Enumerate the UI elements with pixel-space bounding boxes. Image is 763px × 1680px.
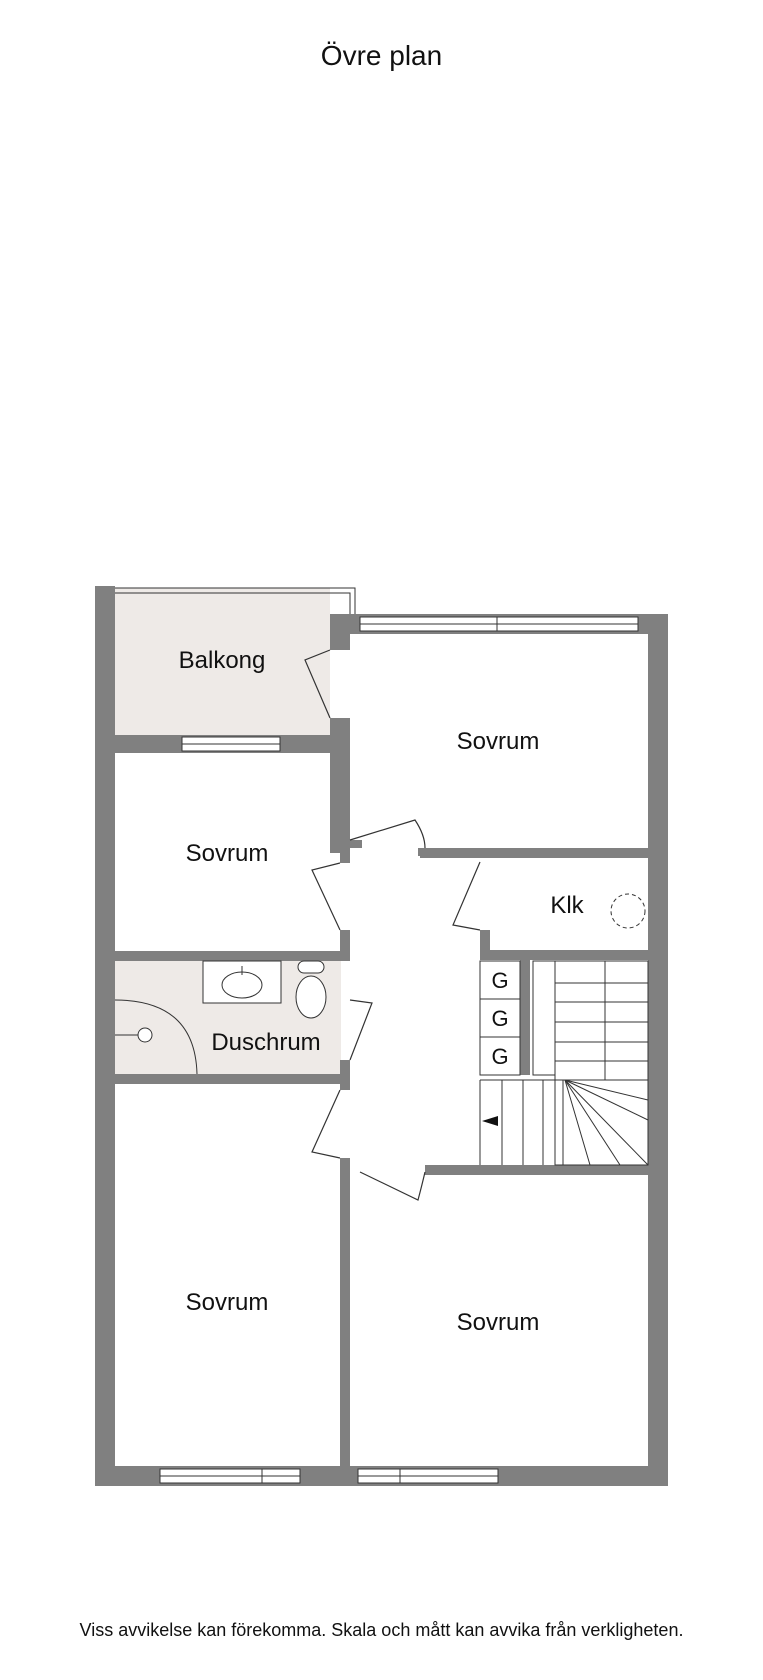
shower-enclosure <box>114 999 198 1075</box>
bathroom-fixtures <box>114 960 327 1075</box>
appliance-label: G <box>491 968 508 993</box>
sink-icon <box>221 971 263 999</box>
disclaimer-text: Viss avvikelse kan förekomma. Skala och … <box>79 1620 684 1640</box>
appliance-label: G <box>491 1006 508 1031</box>
door-duschrum <box>349 999 373 1061</box>
windows <box>159 616 639 1484</box>
stair-direction-arrow <box>482 1116 498 1126</box>
shower-head-icon <box>137 1027 153 1043</box>
plan-title: Övre plan <box>320 40 443 71</box>
room-label-sovrum-bottom-right: Sovrum <box>457 1309 540 1336</box>
room-label-duschrum: Duschrum <box>211 1029 320 1056</box>
appliance-label: G <box>491 1044 508 1069</box>
room-label-balkong: Balkong <box>179 647 266 674</box>
doors <box>304 649 481 1201</box>
staircase <box>479 960 649 1166</box>
door-balcony <box>304 649 331 719</box>
door-klk <box>452 861 481 931</box>
room-label-sovrum-mid-left: Sovrum <box>186 840 269 867</box>
appliance-column <box>479 960 521 1076</box>
room-label-sovrum-top-right: Sovrum <box>457 728 540 755</box>
balcony-railing <box>115 587 356 614</box>
door-sovrum-top <box>349 819 426 849</box>
room-label-sovrum-bottom-left: Sovrum <box>186 1289 269 1316</box>
room-label-klk: Klk <box>550 892 584 919</box>
balcony-floor <box>115 588 330 736</box>
door-sovrum-bottom-right <box>359 1171 426 1201</box>
balcony-railing-inner <box>115 592 351 614</box>
door-sovrum-bottom-left <box>311 1089 341 1159</box>
toilet-icon <box>295 975 327 1019</box>
klk-dashed-circle <box>610 893 646 929</box>
door-sovrum-mid <box>311 862 341 931</box>
